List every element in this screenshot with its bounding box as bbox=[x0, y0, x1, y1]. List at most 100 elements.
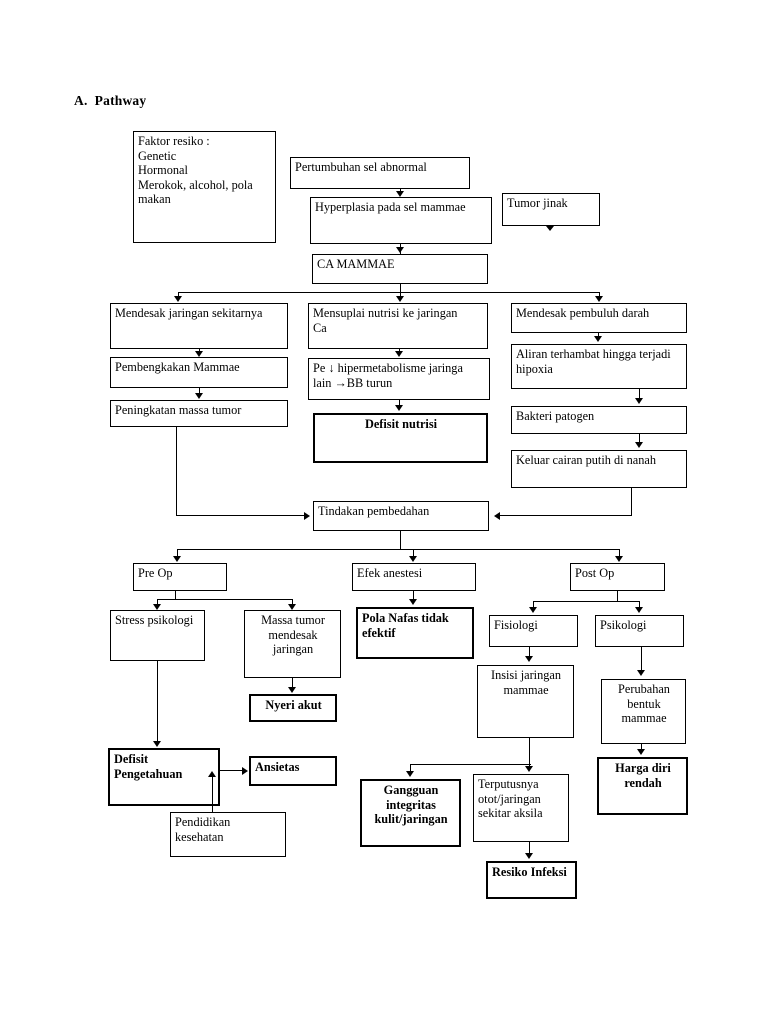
node-stress-psikologi: Stress psikologi bbox=[110, 610, 205, 661]
arrowhead-tindakan-from-right bbox=[494, 512, 500, 520]
node-gangguan-integritas-kulit: Gangguan integritas kulit/jaringan bbox=[360, 779, 461, 847]
arrowhead-mensuplai-nutrisi bbox=[396, 296, 404, 302]
connector-pre-op-to-stress bbox=[157, 599, 159, 606]
node-post-op: Post Op bbox=[570, 563, 665, 591]
node-mendesak-jaringan-sekitarnya: Mendesak jaringan sekitarnya bbox=[110, 303, 288, 349]
node-hipermetabolisme: Pe ↓ hipermetabolisme jaringa lain →BB t… bbox=[308, 358, 490, 400]
arrowhead-resiko-infeksi bbox=[525, 853, 533, 859]
connector-aliran-to-bakteri bbox=[639, 389, 641, 399]
arrowhead-tindakan-from-left bbox=[304, 512, 310, 520]
node-faktor-resiko: Faktor resiko : Genetic Hormonal Merokok… bbox=[133, 131, 276, 243]
arrowhead-mendesak-pembuluh bbox=[595, 296, 603, 302]
arrowhead-pembengkakan bbox=[195, 351, 203, 357]
node-pre-op: Pre Op bbox=[133, 563, 227, 591]
arrowhead-efek-anestesi bbox=[409, 556, 417, 562]
arrowhead-harga-diri-rendah bbox=[637, 749, 645, 755]
arrowhead-massa-tumor-mendesak bbox=[288, 604, 296, 610]
node-tumor-jinak: Tumor jinak bbox=[502, 193, 600, 226]
arrowhead-hyperplasia bbox=[396, 191, 404, 197]
arrowhead-insisi-jaringan bbox=[525, 656, 533, 662]
connector-bus-to-post-op bbox=[619, 549, 621, 558]
arrowhead-fisiologi bbox=[529, 607, 537, 613]
connector-defisit-to-ansietas bbox=[220, 770, 245, 772]
arrowhead-tumor-jinak-stub bbox=[546, 226, 554, 231]
arrowhead-gangguan-integritas bbox=[406, 771, 414, 777]
node-mensuplai-nutrisi: Mensuplai nutrisi ke jaringan Ca bbox=[308, 303, 488, 349]
arrowhead-pola-nafas bbox=[409, 599, 417, 605]
connector-keluar-left bbox=[499, 515, 632, 517]
arrowhead-keluar-cairan bbox=[635, 442, 643, 448]
connector-pendidikan-to-ansietas bbox=[212, 775, 214, 813]
node-pertumbuhan-sel-abnormal: Pertumbuhan sel abnormal bbox=[290, 157, 470, 189]
node-pembengkakan-mammae: Pembengkakan Mammae bbox=[110, 357, 288, 388]
connector-insisi-bus bbox=[410, 764, 531, 766]
connector-op-bus bbox=[177, 549, 620, 551]
connector-perubahan-to-harga-diri bbox=[641, 744, 643, 751]
connector-insisi-down bbox=[529, 738, 531, 765]
node-hyperplasia-sel-mammae: Hyperplasia pada sel mammae bbox=[310, 197, 492, 244]
connector-post-op-to-fisiologi bbox=[533, 601, 535, 609]
connector-peningkatan-down bbox=[176, 427, 178, 516]
node-tindakan-pembedahan: Tindakan pembedahan bbox=[313, 501, 489, 531]
connector-stress-to-defisit-pengetahuan bbox=[157, 661, 159, 743]
node-aliran-terhambat-hipoxia: Aliran terhambat hingga terjadi hipoxia bbox=[511, 344, 687, 389]
connector-psikologi-to-perubahan bbox=[641, 647, 643, 672]
node-defisit-pengetahuan: Defisit Pengetahuan bbox=[108, 748, 220, 806]
arrowhead-bakteri-patogen bbox=[635, 398, 643, 404]
arrowhead-post-op bbox=[615, 556, 623, 562]
connector-pembengkakan-to-peningkatan bbox=[199, 388, 201, 394]
node-massa-tumor-mendesak-jaringan: Massa tumor mendesak jaringan bbox=[244, 610, 341, 678]
connector-bus-to-pre-op bbox=[177, 549, 179, 558]
node-terputusnya-otot-jaringan: Terputusnya otot/jaringan sekitar aksila bbox=[473, 774, 569, 842]
node-fisiologi: Fisiologi bbox=[489, 615, 578, 647]
arrowhead-mendesak-jaringan bbox=[174, 296, 182, 302]
arrowhead-ca-mammae bbox=[396, 247, 404, 253]
connector-split-bus bbox=[178, 292, 600, 294]
arrowhead-perubahan-bentuk bbox=[637, 670, 645, 676]
connector-ca-mammae-down bbox=[400, 284, 402, 293]
connector-post-op-down bbox=[617, 591, 619, 602]
arrowhead-ansietas bbox=[242, 767, 248, 775]
arrowhead-defisit-pengetahuan bbox=[153, 741, 161, 747]
arrowhead-terputusnya-otot bbox=[525, 766, 533, 772]
arrowhead-aliran-terhambat bbox=[594, 336, 602, 342]
arrowhead-nyeri-akut bbox=[288, 687, 296, 693]
node-pola-nafas-tidak-efektif: Pola Nafas tidak efektif bbox=[356, 607, 474, 659]
node-mendesak-pembuluh-darah: Mendesak pembuluh darah bbox=[511, 303, 687, 333]
arrowhead-hipermetabolisme bbox=[395, 351, 403, 357]
connector-pre-op-down bbox=[175, 591, 177, 600]
node-keluar-cairan-putih: Keluar cairan putih di nanah bbox=[511, 450, 687, 488]
connector-insisi-to-gangguan bbox=[410, 764, 412, 773]
page-title: A. Pathway bbox=[74, 93, 147, 108]
node-bakteri-patogen: Bakteri patogen bbox=[511, 406, 687, 434]
connector-post-op-to-psikologi bbox=[639, 601, 641, 609]
node-efek-anestesi: Efek anestesi bbox=[352, 563, 476, 591]
arrowhead-stress-psikologi bbox=[153, 604, 161, 610]
connector-keluar-down bbox=[631, 488, 633, 516]
connector-massa-to-nyeri bbox=[292, 678, 294, 688]
connector-peningkatan-right bbox=[176, 515, 307, 517]
arrowhead-defisit-nutrisi bbox=[395, 405, 403, 411]
node-ca-mammae: CA MAMMAE bbox=[312, 254, 488, 284]
node-resiko-infeksi: Resiko Infeksi bbox=[486, 861, 577, 899]
node-peningkatan-massa-tumor: Peningkatan massa tumor bbox=[110, 400, 288, 427]
arrowhead-pre-op bbox=[173, 556, 181, 562]
connector-bakteri-to-keluar bbox=[639, 434, 641, 444]
connector-pre-op-to-massa bbox=[292, 599, 294, 606]
arrowhead-ansietas-from-pendidikan bbox=[208, 771, 216, 777]
node-pendidikan-kesehatan: Pendidikan kesehatan bbox=[170, 812, 286, 857]
arrowhead-psikologi bbox=[635, 607, 643, 613]
node-insisi-jaringan-mammae: Insisi jaringan mammae bbox=[477, 665, 574, 738]
node-ansietas: Ansietas bbox=[249, 756, 337, 786]
connector-tindakan-down bbox=[400, 531, 402, 550]
node-harga-diri-rendah: Harga diri rendah bbox=[597, 757, 688, 815]
connector-hipermetabolisme-to-defisit bbox=[399, 400, 401, 407]
connector-bus-to-efek-anestesi bbox=[413, 549, 415, 558]
connector-efek-to-pola-nafas bbox=[413, 591, 415, 601]
node-psikologi: Psikologi bbox=[595, 615, 684, 647]
connector-post-op-bus bbox=[533, 601, 640, 603]
node-defisit-nutrisi: Defisit nutrisi bbox=[313, 413, 488, 463]
connector-pre-op-bus bbox=[157, 599, 293, 601]
node-nyeri-akut: Nyeri akut bbox=[249, 694, 337, 722]
